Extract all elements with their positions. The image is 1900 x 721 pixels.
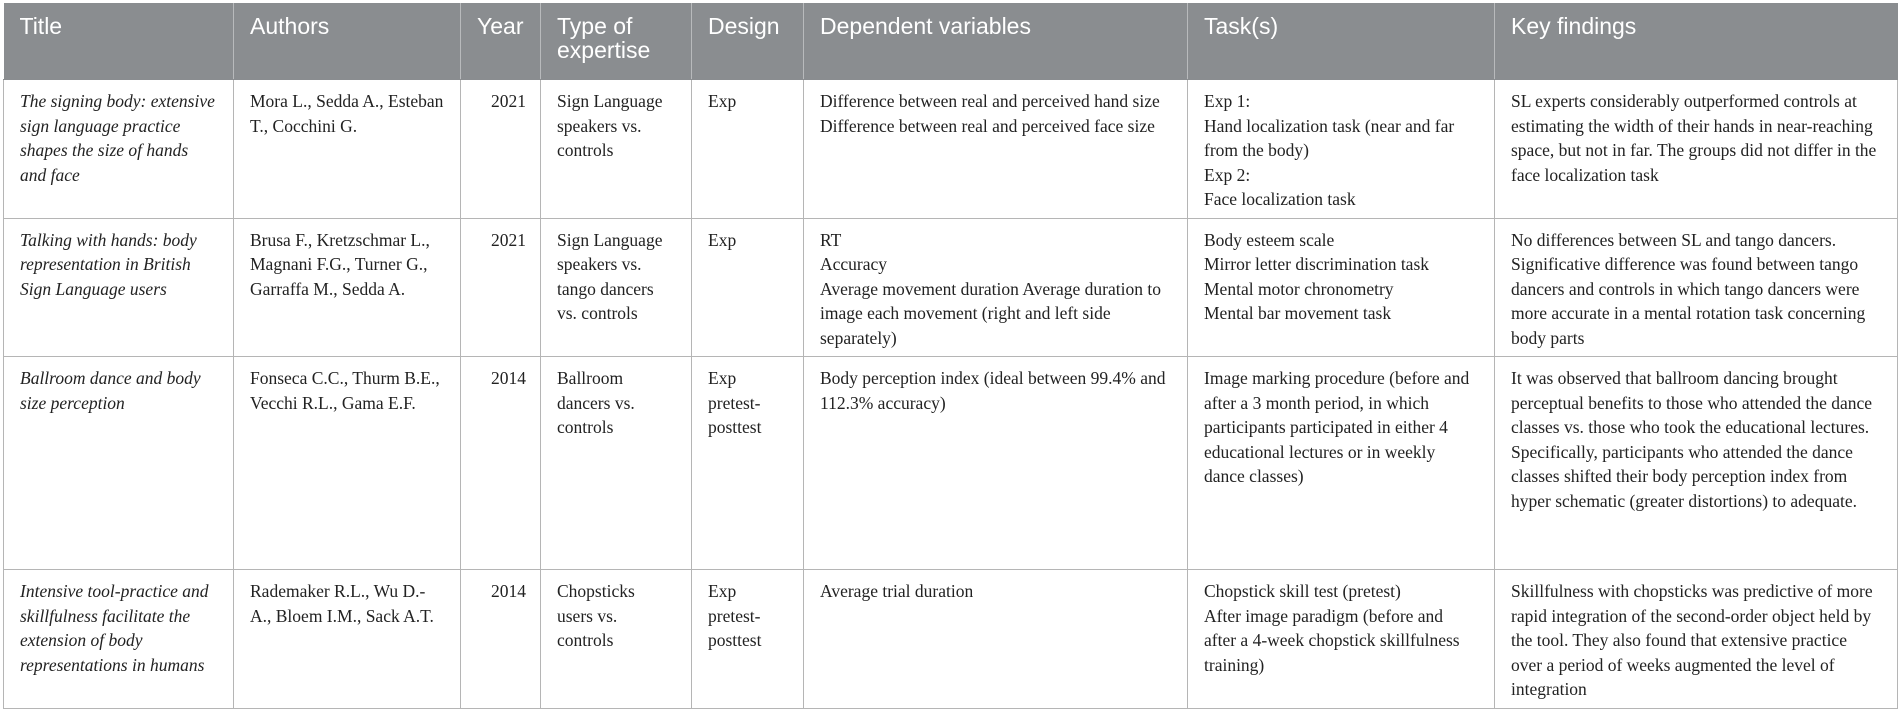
header-key-findings: Key findings [1494,3,1898,80]
cell-title: Ballroom dance and body size perception [3,356,234,570]
cell-key-findings: No differences between SL and tango danc… [1494,218,1898,357]
cell-expertise: Sign Language speakers vs. tango dancers… [540,218,692,357]
cell-tasks: Chopstick skill test (pretest) After ima… [1187,569,1495,709]
cell-expertise: Ballroom dancers vs. controls [540,356,692,570]
cell-dependent-variables: Body perception index (ideal between 99.… [803,356,1188,570]
cell-year: 2021 [460,79,541,219]
table-row: Talking with hands: body representation … [3,218,1898,357]
cell-year: 2014 [460,356,541,570]
cell-authors: Rademaker R.L., Wu D.-A., Bloem I.M., Sa… [233,569,461,709]
header-row: Title Authors Year Type of expertise Des… [3,3,1898,80]
cell-tasks: Body esteem scale Mirror letter discrimi… [1187,218,1495,357]
cell-year: 2021 [460,218,541,357]
header-tasks: Task(s) [1187,3,1495,80]
header-authors: Authors [233,3,461,80]
cell-key-findings: Skillfulness with chopsticks was predict… [1494,569,1898,709]
cell-key-findings: It was observed that ballroom dancing br… [1494,356,1898,570]
table-row: Intensive tool-practice and skillfulness… [3,569,1898,709]
literature-table: Title Authors Year Type of expertise Des… [3,3,1898,709]
cell-title: Talking with hands: body representation … [3,218,234,357]
cell-authors: Fonseca C.C., Thurm B.E., Vecchi R.L., G… [233,356,461,570]
table-row: Ballroom dance and body size perception … [3,356,1898,570]
cell-authors: Mora L., Sedda A., Esteban T., Cocchini … [233,79,461,219]
cell-year: 2014 [460,569,541,709]
table-row: The signing body: extensive sign languag… [3,79,1898,219]
header-dependent-variables: Dependent variables [803,3,1188,80]
header-expertise: Type of expertise [540,3,692,80]
cell-title: Intensive tool-practice and skillfulness… [3,569,234,709]
header-title: Title [3,3,234,80]
cell-title: The signing body: extensive sign languag… [3,79,234,219]
cell-expertise: Chopsticks users vs. controls [540,569,692,709]
cell-authors: Brusa F., Kretzschmar L., Magnani F.G., … [233,218,461,357]
cell-expertise: Sign Language speakers vs. controls [540,79,692,219]
cell-design: Exp pretest-posttest [691,356,804,570]
header-design: Design [691,3,804,80]
cell-design: Exp [691,218,804,357]
cell-key-findings: SL experts considerably outperformed con… [1494,79,1898,219]
cell-tasks: Exp 1: Hand localization task (near and … [1187,79,1495,219]
cell-dependent-variables: RT Accuracy Average movement duration Av… [803,218,1188,357]
cell-design: Exp [691,79,804,219]
cell-dependent-variables: Average trial duration [803,569,1188,709]
cell-design: Exp pretest-posttest [691,569,804,709]
cell-tasks: Image marking procedure (before and afte… [1187,356,1495,570]
header-year: Year [460,3,541,80]
cell-dependent-variables: Difference between real and perceived ha… [803,79,1188,219]
